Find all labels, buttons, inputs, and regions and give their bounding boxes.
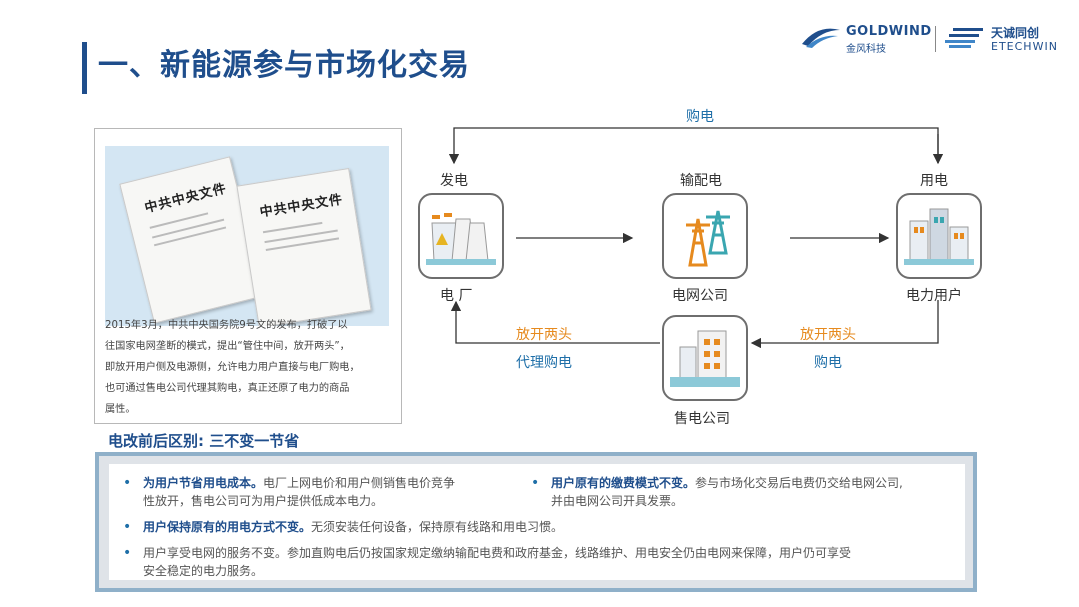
bullet-payment-text-2: 并由电网公司开具发票。 (551, 494, 684, 508)
top-purchase-label: 购电 (686, 109, 714, 125)
policy-line: 属性。 (105, 404, 136, 415)
etechwin-mark-icon (945, 28, 983, 48)
buildings-icon (904, 208, 974, 265)
summary-box: • 为用户节省用电成本。电厂上网电价和用户侧销售电价竞争 性放开，售电公司可为用… (95, 452, 977, 592)
user-top-label: 用电 (920, 173, 948, 189)
logo-divider (935, 26, 936, 52)
power-plant-label: 电 厂 (440, 288, 473, 304)
left-proxy-purchase-label: 代理购电 (516, 355, 572, 371)
bullet-save-cost: • 为用户节省用电成本。电厂上网电价和用户侧销售电价竞争 性放开，售电公司可为用… (123, 475, 456, 508)
user-to-retailer-arrow (750, 300, 939, 349)
power-plant-icon (426, 213, 496, 265)
goldwind-cn: 金风科技 (846, 44, 886, 55)
right-open-label: 放开两头 (800, 327, 856, 343)
power-user-node (896, 193, 982, 279)
title-accent-bar (82, 42, 87, 94)
grid-company-node (662, 193, 748, 279)
summary-content: • 为用户节省用电成本。电厂上网电价和用户侧销售电价竞争 性放开，售电公司可为用… (109, 464, 965, 580)
etechwin-en: ETECHWIN (991, 40, 1058, 53)
bullet-service-text-2: 安全稳定的电力服务。 (143, 564, 264, 578)
bullet-usage-highlight: 用户保持原有的用电方式不变。 (143, 520, 312, 534)
retail-building-icon (670, 330, 740, 387)
right-purchase-label: 购电 (814, 355, 842, 371)
policy-line: 即放开用户侧及电源侧，允许电力用户直接与电厂购电， (105, 362, 360, 373)
power-plant-top-label: 发电 (440, 173, 468, 189)
top-purchase-line (448, 127, 939, 165)
power-plant-node (418, 193, 504, 279)
goldwind-en: GOLDWIND (846, 24, 932, 39)
bullet-save-cost-highlight: 为用户节省用电成本。 (143, 476, 264, 490)
bullet-save-cost-text-2: 性放开，售电公司可为用户提供低成本电力。 (143, 494, 384, 508)
page-title: 一、新能源参与市场化交易 (98, 48, 470, 83)
policy-description: 2015年3月，中共中央国务院9号文的发布，打破了以 往国家电网垄断的模式，提出… (105, 315, 391, 420)
retailer-label: 售电公司 (674, 411, 730, 427)
bullet-save-cost-text: 电厂上网电价和用户侧销售电价竞争 (263, 476, 456, 490)
bullet-usage-unchanged: • 用户保持原有的用电方式不变。无须安装任何设备，保持原有线路和用电习惯。 (123, 519, 564, 535)
policy-line: 也可通过售电公司代理其购电，真正还原了电力的商品 (105, 383, 350, 394)
bullet-usage-text: 无须安装任何设备，保持原有线路和用电习惯。 (311, 520, 564, 534)
retailer-node (662, 315, 748, 401)
bullet-service-text: 用户享受电网的服务不变。参加直购电后仍按国家规定缴纳输配电费和政府基金，线路维护… (143, 546, 852, 560)
bullet-payment-unchanged: • 用户原有的缴费模式不变。参与市场化交易后电费仍交给电网公司, 并由电网公司开… (531, 475, 903, 508)
summary-subtitle: 电改前后区别: 三不变一节省 (108, 432, 300, 450)
grid-company-label: 电网公司 (672, 288, 728, 304)
transmission-tower-icon (686, 210, 730, 267)
bullet-payment-text: 参与市场化交易后电费仍交给电网公司, (695, 476, 903, 490)
retailer-to-plant-arrow (450, 300, 660, 344)
policy-document-image: 中共中央文件 中共中央文件 (105, 146, 389, 326)
policy-line: 2015年3月，中共中央国务院9号文的发布，打破了以 (105, 320, 348, 331)
bullet-service-unchanged: • 用户享受电网的服务不变。参加直购电后仍按国家规定缴纳输配电费和政府基金，线路… (123, 545, 852, 578)
goldwind-logo: GOLDWIND 金风科技 (800, 24, 932, 55)
grid-top-label: 输配电 (680, 173, 722, 189)
bullet-payment-highlight: 用户原有的缴费模式不变。 (551, 476, 696, 490)
goldwind-wing-icon (802, 28, 840, 48)
etechwin-cn: 天诚同创 (991, 26, 1040, 40)
left-open-label: 放开两头 (516, 327, 572, 343)
policy-line: 往国家电网垄断的模式，提出“管住中间，放开两头”， (105, 341, 350, 352)
policy-document-panel: 中共中央文件 中共中央文件 2015年3月，中共中央国务院9号文的发布，打破了以… (94, 128, 402, 424)
power-user-label: 电力用户 (906, 288, 962, 304)
etechwin-logo: 天诚同创 ETECHWIN (945, 24, 1065, 54)
